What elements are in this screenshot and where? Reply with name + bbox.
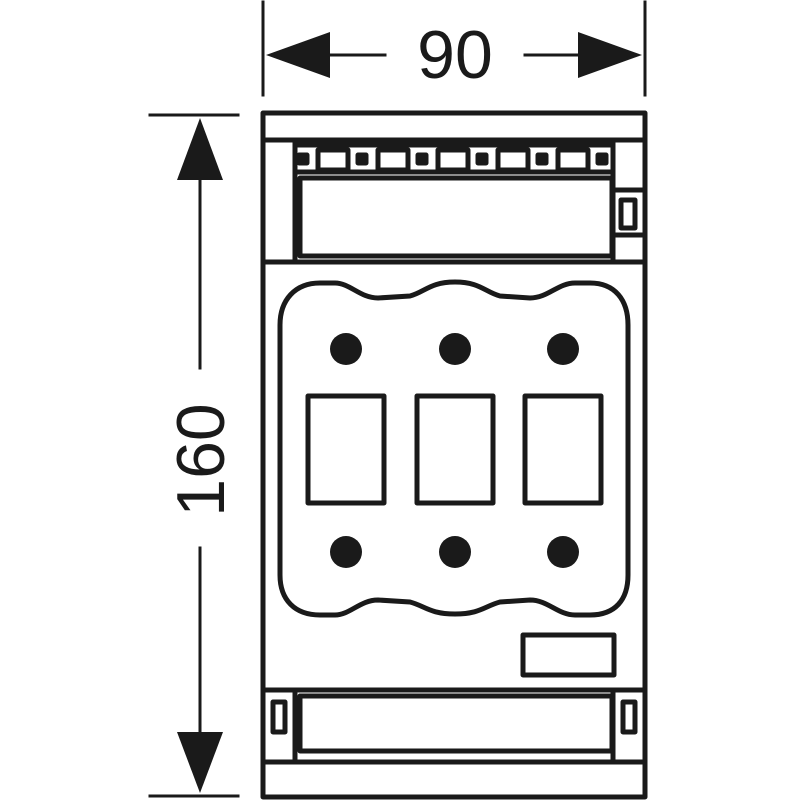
screw-icon [439,536,471,568]
pole-window [414,393,496,506]
height-dimension [148,113,240,798]
terminal-screws-top [330,333,579,365]
bottom-side-latch-right [620,699,638,735]
pole-window [305,393,387,506]
screw-icon [439,333,471,365]
width-dimension [261,0,647,97]
height-arrow-top [177,118,223,180]
width-dimension-label: 90 [417,17,493,93]
top-terminal-block [260,137,648,265]
width-arrow-right [578,32,642,78]
screw-icon [547,333,579,365]
top-terminal-slots [296,147,609,173]
front-cover [277,279,631,618]
screw-icon [330,536,362,568]
pole-window [522,393,604,506]
pole-windows [305,393,604,506]
terminal-screws-bottom [330,536,579,568]
screw-icon [330,333,362,365]
screw-icon [547,536,579,568]
width-arrow-left [266,32,330,78]
height-arrow-bottom [177,732,223,793]
bottom-terminal-block [260,687,648,765]
bottom-side-latch-left [270,699,288,735]
height-dimension-label: 160 [163,403,239,516]
top-side-latch [618,197,638,231]
housing-outline [260,110,648,800]
label-field [520,632,617,678]
